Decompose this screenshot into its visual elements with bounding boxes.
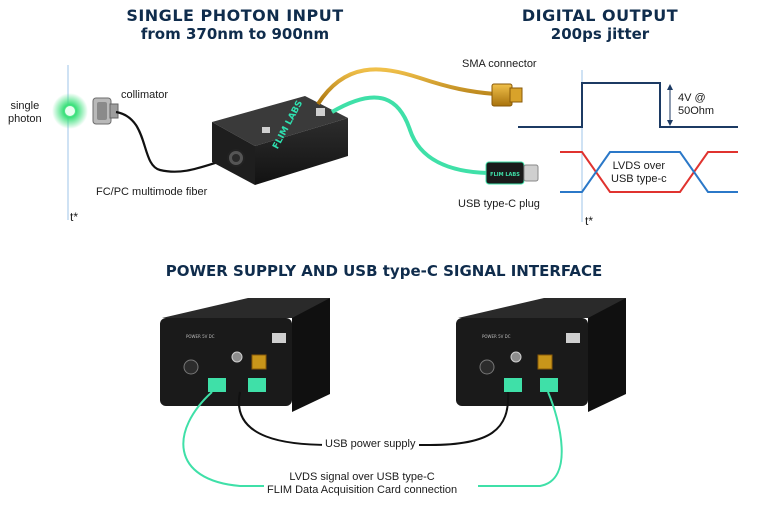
usb-power-label: USB power supply bbox=[322, 438, 419, 450]
usb-plug-icon bbox=[485, 161, 539, 185]
device-left: POWER 5V DC bbox=[160, 298, 330, 412]
usb-cable bbox=[330, 95, 489, 175]
lvds-red-trace bbox=[560, 151, 738, 193]
device-right: POWER 5V DC bbox=[456, 298, 626, 412]
single-photon-label: single photon bbox=[8, 100, 42, 125]
amplitude-arrow-head-up bbox=[667, 84, 673, 90]
fiber-cable bbox=[115, 110, 233, 173]
digital-pulse bbox=[518, 82, 738, 128]
sma-cable bbox=[316, 67, 496, 106]
sma-connector-label: SMA connector bbox=[462, 58, 537, 70]
lvds-blue-trace bbox=[560, 151, 738, 193]
power-title: POWER SUPPLY AND USB type-C SIGNAL INTER… bbox=[165, 262, 603, 280]
usb-plug-logo: FLIM LABS bbox=[490, 172, 520, 178]
output-title-line1: DIGITAL OUTPUT bbox=[521, 6, 679, 25]
fiber-label: FC/PC multimode fiber bbox=[96, 186, 208, 198]
lvds-signal-cable bbox=[182, 391, 563, 487]
collimator-icon bbox=[92, 97, 119, 125]
input-title-line1: SINGLE PHOTON INPUT bbox=[126, 6, 344, 25]
collimator-label: collimator bbox=[121, 89, 169, 101]
input-title-line2: from 370nm to 900nm bbox=[140, 25, 330, 43]
device-left-fine-print: POWER 5V DC bbox=[186, 334, 215, 339]
device-right-fine-print: POWER 5V DC bbox=[482, 334, 511, 339]
photon-core bbox=[65, 106, 75, 116]
input-title: SINGLE PHOTON INPUT from 370nm to 900nm bbox=[70, 6, 400, 43]
output-title-line2: 200ps jitter bbox=[550, 25, 650, 43]
t-star-left-label: t* bbox=[70, 210, 79, 224]
output-title: DIGITAL OUTPUT 200ps jitter bbox=[470, 6, 730, 43]
detector-device bbox=[212, 96, 348, 185]
lvds-signal-label: LVDS signal over USB type-C FLIM Data Ac… bbox=[264, 471, 461, 497]
usb-plug-label: USB type-C plug bbox=[458, 198, 540, 210]
amplitude-arrow-head-down bbox=[667, 120, 673, 126]
sma-connector-icon bbox=[491, 83, 523, 107]
lvds-signal-label-line1: LVDS signal over USB type-C bbox=[289, 471, 435, 483]
lvds-label: LVDS over USB type-c bbox=[611, 160, 667, 185]
amplitude-label: 4V @ 50Ohm bbox=[678, 92, 715, 117]
t-star-right-label: t* bbox=[585, 214, 594, 228]
lvds-signal-label-line2: FLIM Data Acquisition Card connection bbox=[267, 484, 458, 496]
